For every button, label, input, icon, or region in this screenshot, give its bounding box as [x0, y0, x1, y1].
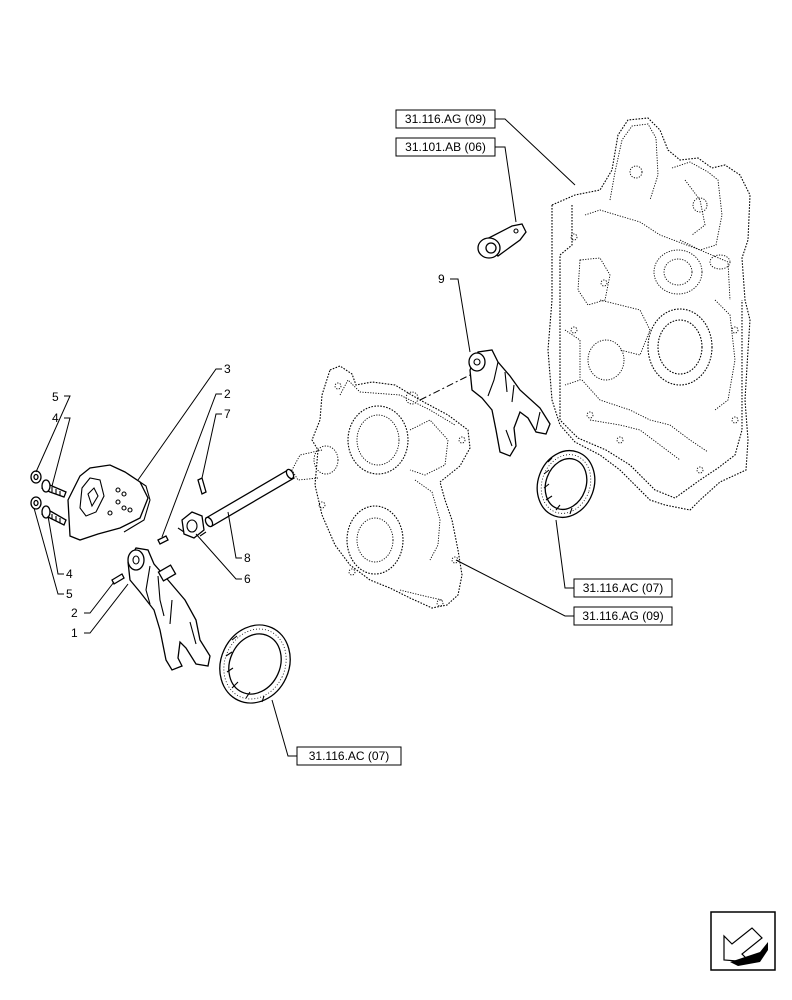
pin-2-upper-drawing [157, 535, 169, 545]
callout-6: 6 [244, 572, 251, 586]
linkage-part-drawing [477, 223, 527, 259]
leader-9 [450, 278, 471, 353]
callout-1: 1 [71, 626, 78, 640]
callout-5-top: 5 [52, 390, 59, 404]
bracket-3-drawing [67, 464, 151, 541]
leader-7 [201, 413, 222, 479]
rear-housing-drawing [547, 117, 751, 511]
upper-synchro-ring-drawing [536, 449, 596, 519]
shift-fork-9-drawing [468, 349, 551, 457]
bolts-washers-drawing [30, 470, 67, 526]
leader-lower-synchro [271, 699, 297, 757]
callout-4-bottom: 4 [66, 567, 73, 581]
leader-1 [84, 583, 129, 634]
callout-9: 9 [438, 272, 445, 286]
leader-8 [227, 511, 242, 559]
leader-4-bottom [47, 515, 64, 575]
leader-6 [195, 533, 242, 580]
collar-6-drawing [177, 511, 207, 539]
leader-4-top [51, 417, 71, 487]
leader-rear-housing [495, 118, 576, 186]
lower-synchro-ring-drawing [219, 624, 291, 704]
ref-linkage[interactable]: 31.101.AB (06) [405, 140, 486, 154]
callout-2-top: 2 [224, 387, 231, 401]
callout-2-bottom: 2 [71, 606, 78, 620]
leader-front-housing [455, 559, 574, 617]
leader-2-top [161, 393, 222, 538]
shaft-8-drawing [204, 468, 295, 528]
ref-lower-synchro[interactable]: 31.116.AC (07) [309, 749, 390, 763]
callout-4-top: 4 [52, 411, 59, 425]
pin-7-drawing [197, 477, 207, 495]
callout-3: 3 [224, 362, 231, 376]
leader-upper-synchro [555, 519, 574, 589]
callout-7: 7 [224, 407, 231, 421]
alignment-line [419, 374, 471, 401]
callout-8: 8 [244, 551, 251, 565]
ref-upper-synchro[interactable]: 31.116.AC (07) [583, 581, 664, 595]
leader-5-bottom [33, 507, 64, 595]
next-page-arrow-icon[interactable] [710, 911, 776, 971]
leader-5-top [35, 395, 71, 473]
front-housing-drawing [291, 365, 471, 609]
callout-5-bottom: 5 [66, 587, 73, 601]
leader-2-bottom [84, 581, 115, 614]
leader-3 [137, 368, 222, 481]
ref-front-housing[interactable]: 31.116.AG (09) [582, 609, 663, 623]
ref-rear-housing[interactable]: 31.116.AG (09) [405, 112, 486, 126]
leader-linkage [495, 146, 517, 223]
shift-fork-1-drawing [127, 547, 211, 671]
